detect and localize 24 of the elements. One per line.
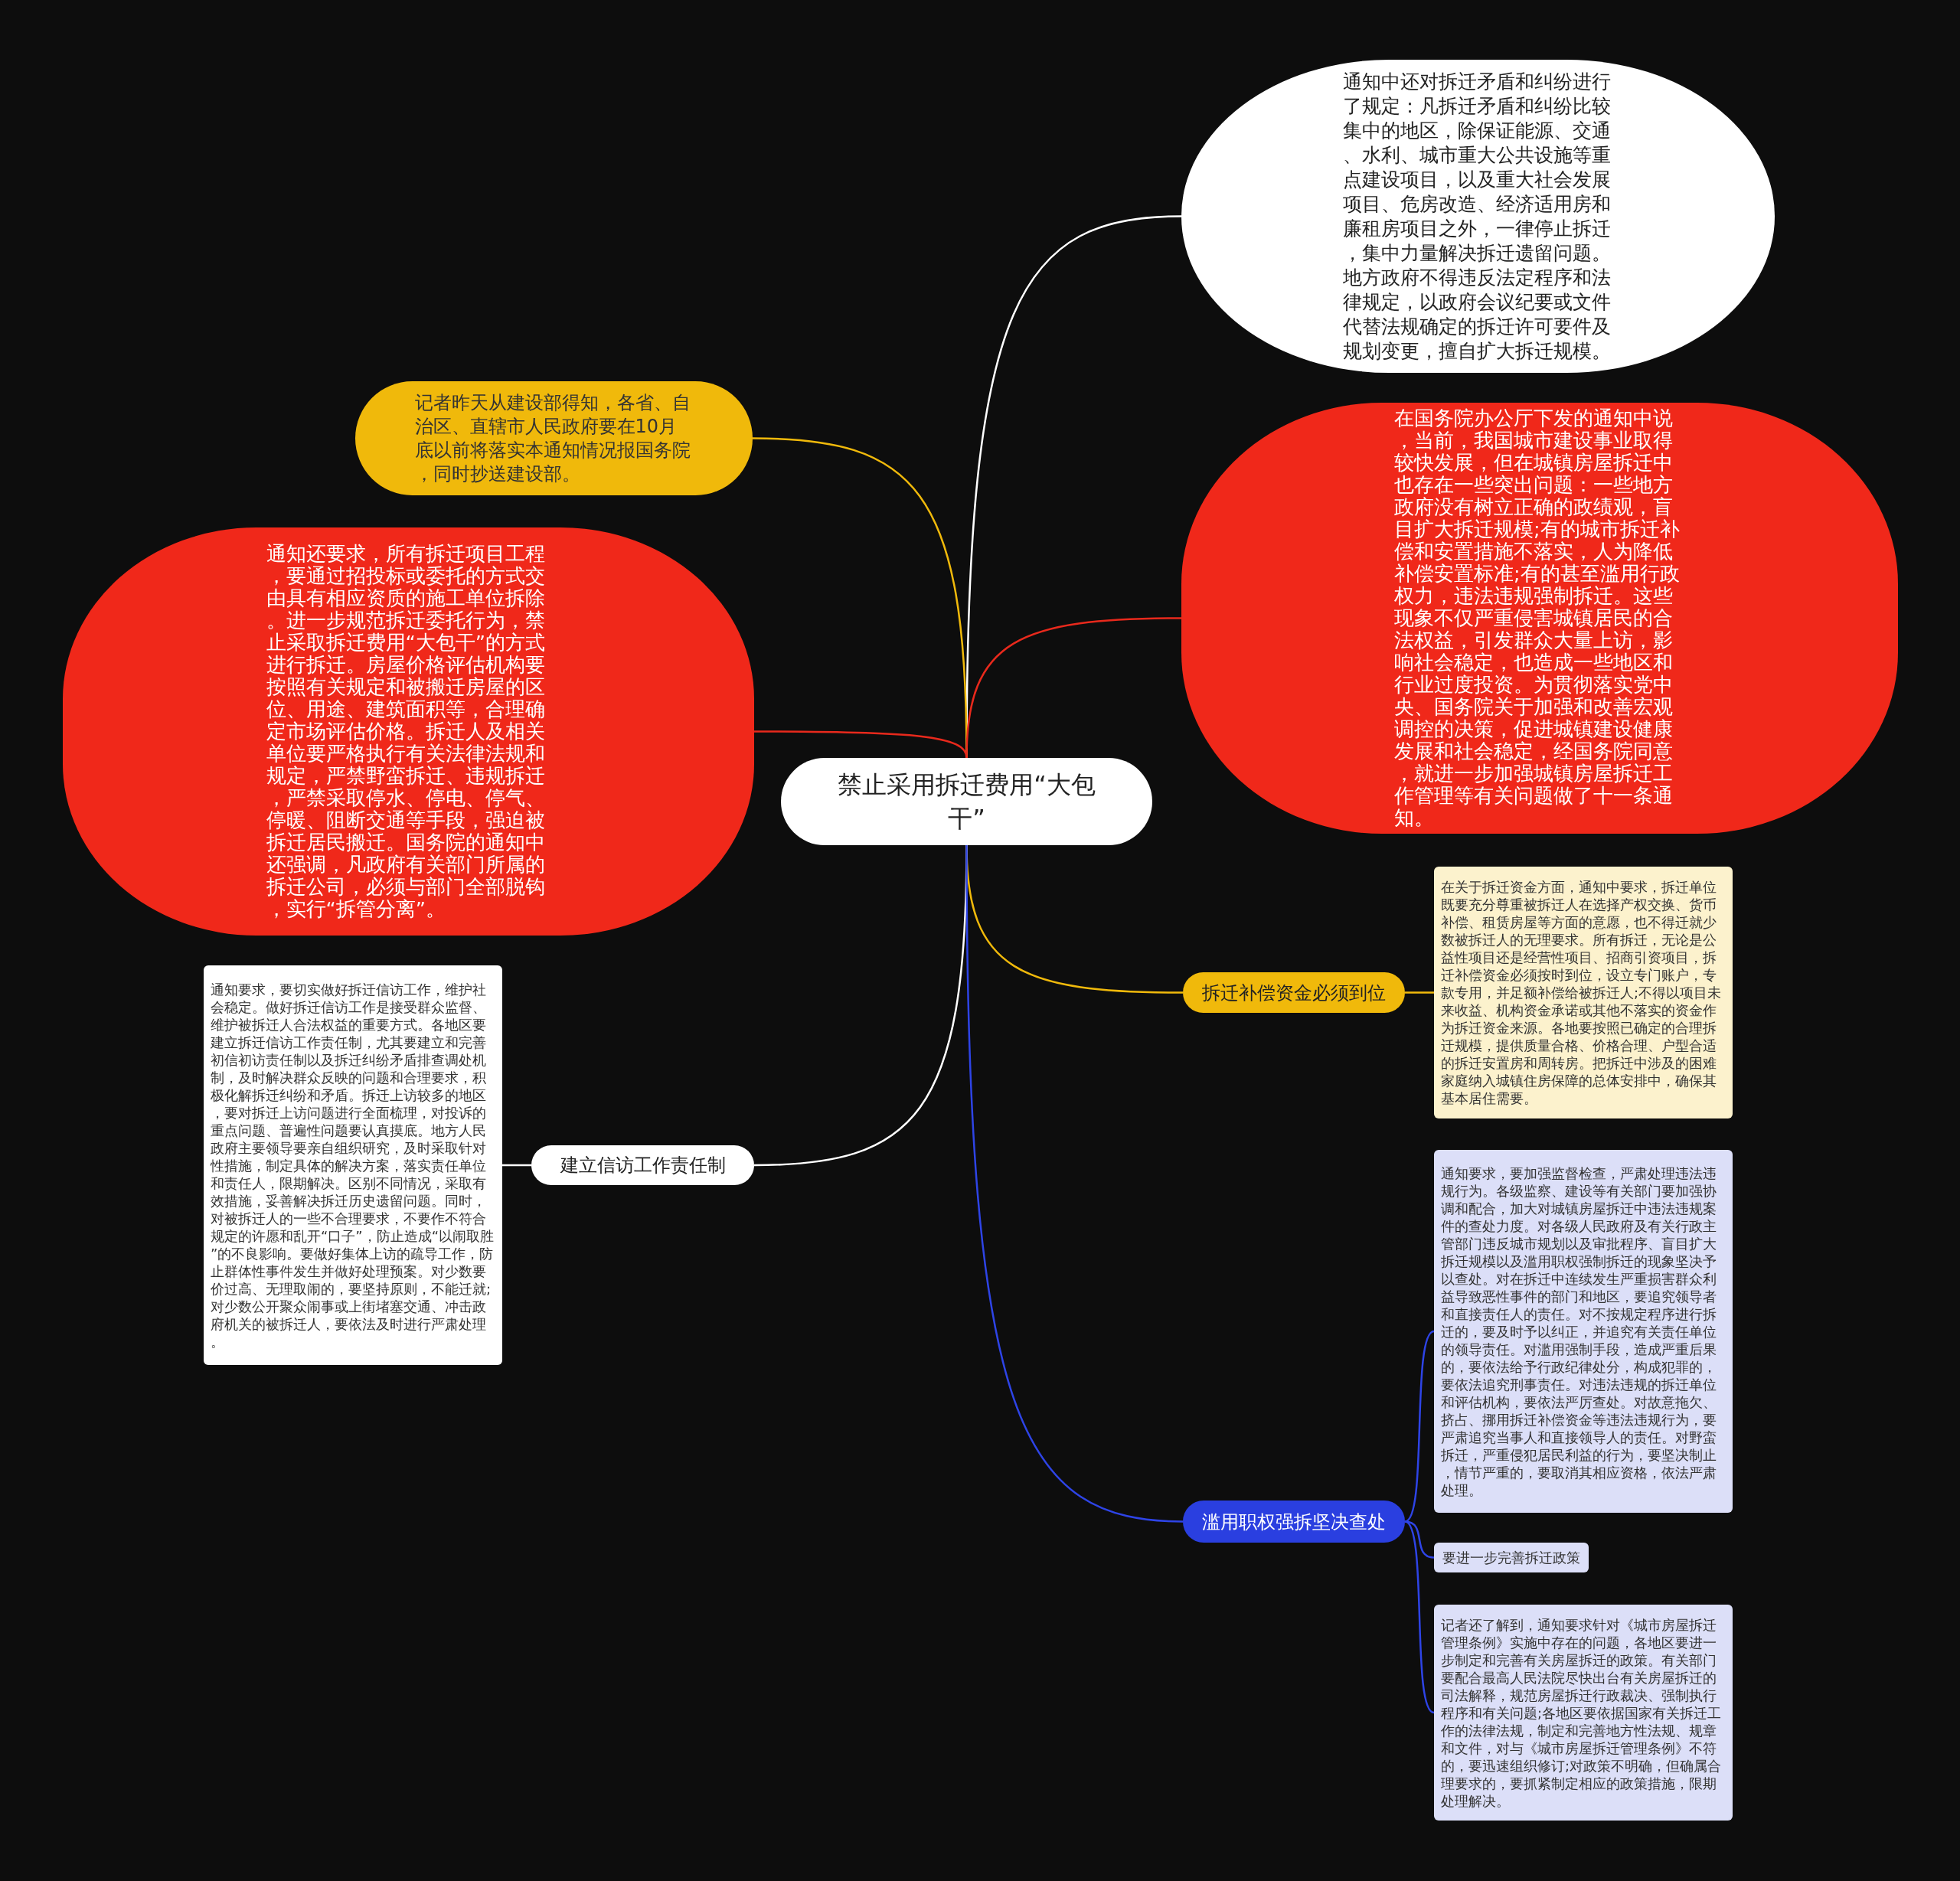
branch-pill bbox=[1183, 1501, 1405, 1543]
branch-text: 滥用职权强拆坚决查处 bbox=[1202, 1510, 1386, 1533]
note-text: 通知要求，要加强监督检查，严肃处理违法违规行为。各级监察、建设等有关部门要加强协调和配合，加大对城镇房屋拆迁中违法违规案件的查处力度。对各级人民政府及有关行政主管部门违反城市规划以及审批程序、盲目扩大拆迁规模以及滥用职权强制拆迁的现象坚决予以查处。对在拆迁中连续发生严重损害群众利益导致恶性事件的部门和地区，要追究领导者和直接责任人的责任。对不按规定程序进行拆迁的，要及时予以纠正，并追究有关责任单位的领导责任。对滥用强制手段，造成严重后果的，要依法给予行政纪律处分，构成犯罪的，要依法追究刑事责任。对违法违规的拆迁单位和评估机构，要依法严厉查处。对故意拖欠、挤占、挪用拆迁补偿资金等违法违规行为，要严肃追究当事人和直接领导人的责任。对野蛮拆迁，严重侵犯居民利益的行为，要坚决制止，情节严重的，要取消其相应资格，依法严肃处理。 bbox=[1441, 1164, 1717, 1499]
bubble-text: 通知还要求，所有拆迁项目工程，要通过招投标或委托的方式交由具有相应资质的施工单位拆除。进一步规范拆迁委托行为，禁止采取拆迁费用“大包干”的方式进行拆迁。房屋价格评估机构要按照有关规定和被搬迁房屋的区位、用途、建筑面积等，合理确定市场评估价格。拆迁人及相关单位要严格执行有关法律法规和规定，严禁野蛮拆迁、违规拆迁，严禁采取停水、停电、停气、停暖、阻断交通等手段，强迫被拆迁居民搬迁。国务院的通知中还强调，凡政府有关部门所属的拆迁公司，必须与部门全部脱钩，实行“拆管分离”。 bbox=[266, 543, 546, 920]
connector-line bbox=[965, 845, 1184, 1523]
branch-text: 拆迁补偿资金必须到位 bbox=[1202, 981, 1386, 1004]
note-text: 记者还了解到，通知要求针对《城市房屋拆迁管理条例》实施中存在的问题，各地区要进一步制定和完善有关房屋拆迁的政策。有关部门要配合最高人民法院尽快出台有关房屋拆迁的司法解释，规范房屋拆迁行政裁决、强制执行程序和有关问题;各地区要依据国家有关拆迁工作的法律法规，制定和完善地方性法规、规章和文件，对与《城市房屋拆迁管理条例》不符的，要迅速组织修订;对政策不明确，但确属合理要求的，要抓紧制定相应的政策措施，限期处理解决。 bbox=[1441, 1615, 1723, 1810]
note-text: 要进一步完善拆迁政策 bbox=[1442, 1549, 1580, 1566]
bubble-text: 记者昨天从建设部得知，各省、自治区、直辖市人民政府要在10月底以前将落实本通知情况报国务院，同时抄送建设部。 bbox=[414, 390, 691, 486]
connector-line bbox=[1404, 1331, 1435, 1523]
note-text: 通知要求，要切实做好拆迁信访工作，维护社会稳定。做好拆迁信访工作是接受群众监督、维护被拆迁人合法权益的重要方式。各地区要建立拆迁信访工作责任制，尤其要建立和完善初信初访责任制以及拆迁纠纷矛盾排查调处机制，及时解决群众反映的问题和合理要求，积极化解拆迁纠纷和矛盾。拆迁上访较多的地区，要对拆迁上访问题进行全面梳理，对投诉的重点问题、普遍性问题要认真摸底。地方人民政府主要领导要亲自组织研究，及时采取针对性措施，制定具体的解决方案，落实责任单位和责任人，限期解决。区别不同情况，采取有效措施，妥善解决拆迁历史遗留问题。同时，对被拆迁人的一些不合理要求，不要作不符合规定的许愿和乱开“口子”，防止造成“以闹取胜”的不良影响。要做好集体上访的疏导工作，防止群体性事件发生并做好处理预案。对少数要价过高、无理取闹的，要坚持原则，不能迁就;对少数公开聚众闹事或上街堵塞交通、冲击政府机关的被拆迁人，要依法及时进行严肃处理。 bbox=[211, 980, 495, 1350]
branch-pill bbox=[531, 1145, 754, 1185]
connector-line bbox=[1404, 1520, 1435, 1713]
branch-text: 建立信访工作责任制 bbox=[560, 1154, 726, 1177]
note-card bbox=[1434, 1605, 1733, 1821]
branch-pill bbox=[1183, 972, 1405, 1013]
topic-text: 禁止采用拆迁费用“大包干” bbox=[837, 769, 1096, 834]
connector-line bbox=[502, 1164, 531, 1167]
note-text: 在关于拆迁资金方面，通知中要求，拆迁单位既要充分尊重被拆迁人在选择产权交换、货币补偿、租赁房屋等方面的意愿，也不得迁就少数被拆迁人的无理要求。所有拆迁，无论是公益性项目还是经营性项目、招商引资项目，拆迁补偿资金必须按时到位，设立专门账户，专款专用，并足额补偿给被拆迁人;不得以项目未来收益、机构资金承诺或其他不落实的资金作为拆迁资金来源。各地要按照已确定的合理拆迁规模，提供质量合格、价格合理、户型合适的拆迁安置房和周转房。把拆迁中涉及的困难家庭纳入城镇住房保障的总体安排中，确保其基本居住需要。 bbox=[1441, 878, 1723, 1107]
connector-line bbox=[1405, 991, 1434, 994]
note-card bbox=[1434, 1543, 1589, 1572]
bubble-text: 在国务院办公厅下发的通知中说，当前，我国城市建设事业取得较快发展，但在城镇房屋拆迁中也存在一些突出问题：一些地方政府没有树立正确的政绩观，盲目扩大拆迁规模;有的城市拆迁补偿和安置措施不落实，人为降低补偿安置标准;有的甚至滥用行政权力，违法违规强制拆迁。这些现象不仅严重侵害城镇居民的合法权益，引发群众大量上访，影响社会稳定，也造成一些地区和行业过度投资。为贯彻落实党中央、国务院关于加强和改善宏观调控的决策，促进城镇建设健康发展和社会稳定，经国务院同意，就进一步加强城镇房屋拆迁工作管理等有关问题做了十一条通知。 bbox=[1394, 407, 1681, 829]
connector-line bbox=[754, 730, 968, 759]
bubble-text: 通知中还对拆迁矛盾和纠纷进行了规定：凡拆迁矛盾和纠纷比较集中的地区，除保证能源、交通、水利、城市重大公共设施等重点建设项目，以及重大社会发展项目、危房改造、经济适用房和廉租房项目之外，一律停止拆迁，集中力量解决拆迁遗留问题。地方政府不得违反法定程序和法律规定，以政府会议纪要或文件代替法规确定的拆迁许可要件及规划变更，擅自扩大拆迁规模。 bbox=[1342, 69, 1612, 364]
